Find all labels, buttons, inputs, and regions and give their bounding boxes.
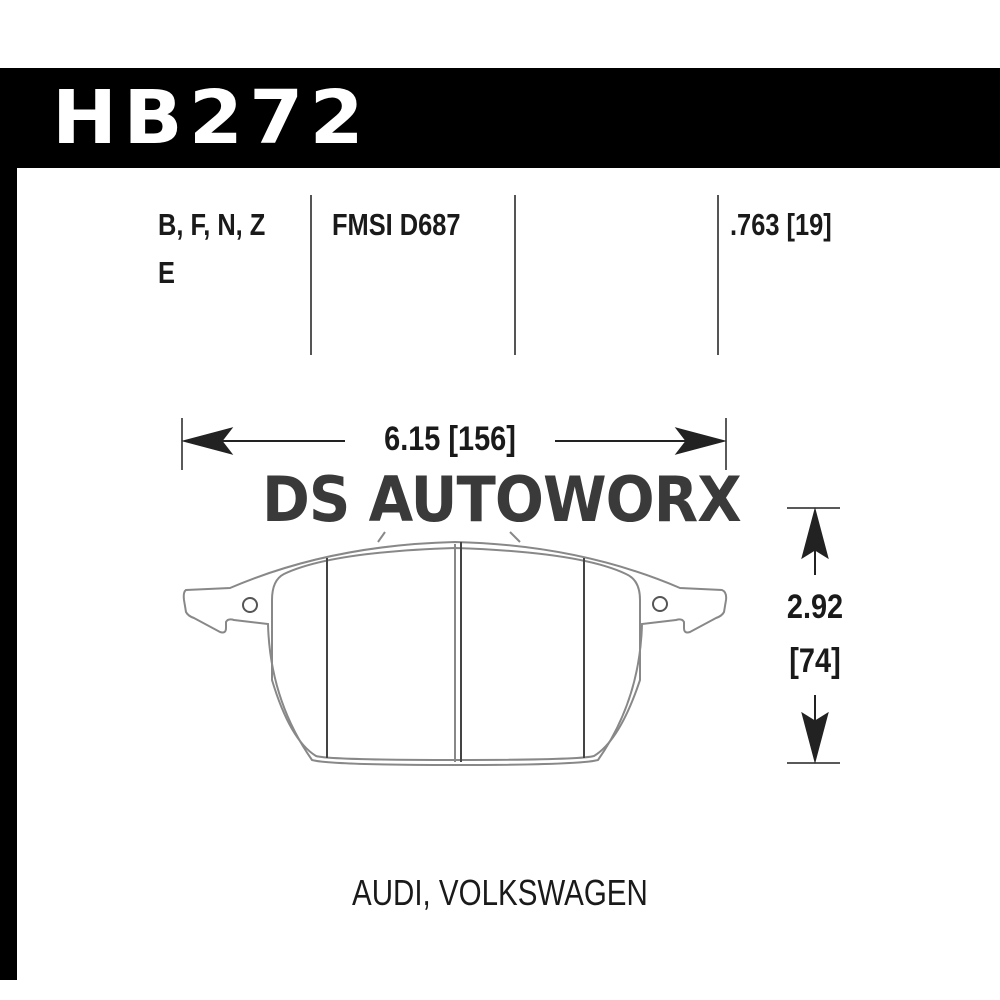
part-number-title: HB272 xyxy=(52,75,370,161)
spec-divider-2 xyxy=(514,195,516,355)
left-mounting-hole-icon xyxy=(242,597,258,613)
spec-divider-1 xyxy=(310,195,312,355)
watermark-logo: DS AUTOWORX xyxy=(262,463,742,536)
height-dimension-inches: 2.92 xyxy=(786,588,844,626)
thickness-value: .763 [19] xyxy=(730,207,832,242)
height-dimension-arrows xyxy=(787,507,840,764)
spec-divider-3 xyxy=(717,195,719,355)
fmsi-number: FMSI D687 xyxy=(332,207,461,242)
right-mounting-hole-icon xyxy=(652,596,668,612)
width-dimension-label: 6.15 [156] xyxy=(384,420,516,458)
compounds-line-2: E xyxy=(158,255,175,290)
header-bar xyxy=(0,68,1000,168)
mounting-holes xyxy=(242,596,668,613)
width-dimension-arrows xyxy=(181,418,727,470)
vehicle-applications: AUDI, VOLKSWAGEN xyxy=(352,872,648,913)
compounds-line-1: B, F, N, Z xyxy=(158,207,266,242)
brake-pad-outline xyxy=(182,531,728,767)
friction-slots xyxy=(326,542,585,762)
height-dimension-mm: [74] xyxy=(789,642,841,680)
left-frame-strip xyxy=(0,68,17,980)
